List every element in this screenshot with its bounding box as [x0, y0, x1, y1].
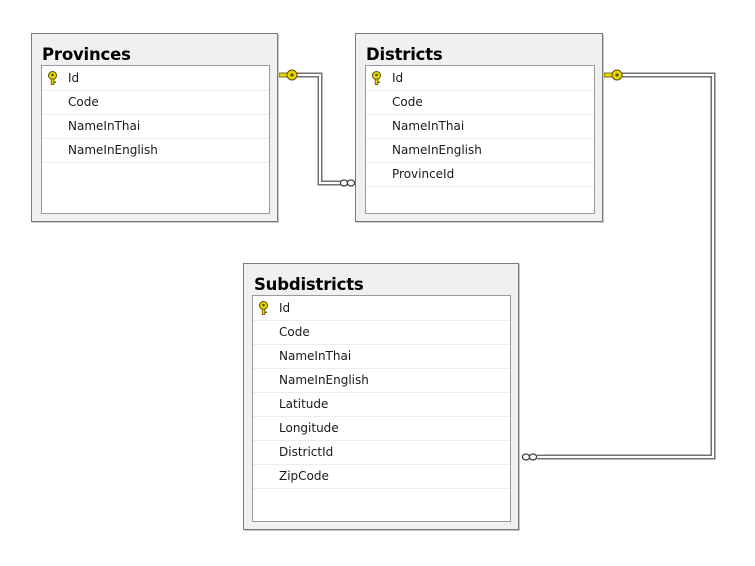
column-row[interactable]: NameInEnglish [42, 138, 269, 163]
row-gutter [366, 66, 386, 90]
table-title: Subdistricts [254, 275, 364, 294]
column-row[interactable]: DistrictId [253, 440, 510, 465]
table-subdistricts[interactable]: Subdistricts Id Code NameInThai NameInEn… [243, 263, 519, 530]
column-name: NameInThai [68, 119, 141, 133]
primary-key-icon [48, 71, 57, 85]
column-row[interactable]: NameInEnglish [253, 368, 510, 393]
column-name: ZipCode [279, 469, 329, 483]
column-row[interactable]: Code [366, 90, 594, 115]
table-provinces[interactable]: Provinces Id Code NameInThai NameInEngli… [31, 33, 278, 222]
column-name: NameInEnglish [279, 373, 369, 387]
column-name: Longitude [279, 421, 339, 435]
column-name: NameInThai [392, 119, 465, 133]
column-name: Id [392, 71, 404, 85]
column-row[interactable]: NameInThai [366, 114, 594, 139]
column-name: Latitude [279, 397, 329, 411]
column-name: Code [68, 95, 99, 109]
column-row[interactable]: Code [42, 90, 269, 115]
column-row[interactable]: ProvinceId [366, 162, 594, 187]
column-name: Code [279, 325, 310, 339]
column-name: NameInEnglish [68, 143, 158, 157]
infinity-endpoint-icon [339, 179, 356, 187]
relationship-provinces-districts[interactable] [297, 72, 341, 186]
row-gutter [253, 296, 273, 320]
column-row[interactable]: Id [253, 296, 510, 321]
column-name: NameInThai [279, 349, 352, 363]
column-name: Id [68, 71, 80, 85]
table-districts[interactable]: Districts Id Code NameInThai NameInEngli… [355, 33, 603, 222]
column-grid: Id Code NameInThai NameInEnglish Latitud… [252, 295, 511, 522]
table-title: Provinces [42, 45, 131, 64]
row-gutter [42, 66, 62, 90]
column-row[interactable]: ZipCode [253, 464, 510, 489]
column-row[interactable]: NameInEnglish [366, 138, 594, 163]
column-grid: Id Code NameInThai NameInEnglish Provinc… [365, 65, 595, 214]
column-row[interactable]: NameInThai [253, 344, 510, 369]
column-row[interactable]: Latitude [253, 392, 510, 417]
column-grid: Id Code NameInThai NameInEnglish [41, 65, 270, 214]
table-title: Districts [366, 45, 443, 64]
column-name: DistrictId [279, 445, 334, 459]
infinity-endpoint-icon [521, 453, 538, 461]
primary-key-icon [372, 71, 381, 85]
column-name: NameInEnglish [392, 143, 482, 157]
key-endpoint-icon [278, 69, 298, 81]
key-endpoint-icon [603, 69, 623, 81]
column-name: Code [392, 95, 423, 109]
column-name: Id [279, 301, 291, 315]
column-row[interactable]: NameInThai [42, 114, 269, 139]
column-row[interactable]: Code [253, 320, 510, 345]
column-row[interactable]: Longitude [253, 416, 510, 441]
primary-key-icon [259, 301, 268, 315]
relationship-districts-subdistricts[interactable] [537, 72, 716, 460]
column-row[interactable]: Id [366, 66, 594, 91]
column-name: ProvinceId [392, 167, 455, 181]
column-row[interactable]: Id [42, 66, 269, 91]
